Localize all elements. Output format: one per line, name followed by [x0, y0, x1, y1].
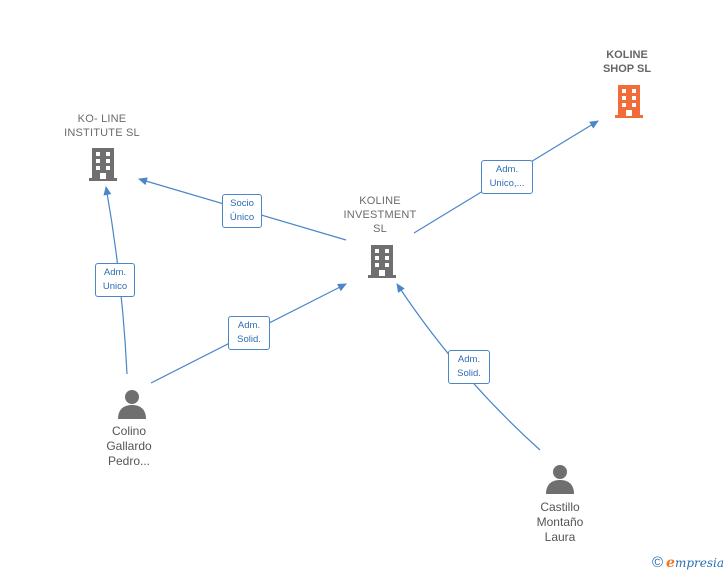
- building-icon[interactable]: [87, 146, 119, 182]
- edge-label-investment-to-shop[interactable]: Adm. Unico,...: [481, 160, 533, 194]
- edge-label-colino-to-investment[interactable]: Adm. Solid.: [228, 316, 270, 350]
- edge-label-line: Unico: [102, 281, 128, 292]
- node-label-colino[interactable]: Colino Gallardo Pedro...: [94, 424, 164, 469]
- node-label-castillo[interactable]: Castillo Montaño Laura: [522, 500, 598, 545]
- node-label-line: Laura: [544, 530, 576, 544]
- edge-label-line: Adm.: [103, 267, 127, 278]
- edge-label-line: Solid.: [237, 334, 261, 345]
- node-label-line: SL: [373, 223, 387, 235]
- edge-label-line: Unico,...: [489, 178, 525, 189]
- edge-label-line: Socio: [230, 198, 254, 209]
- node-label-line: KOLINE: [606, 49, 648, 61]
- node-label-line: Gallardo: [106, 439, 152, 453]
- node-label-koline-investment[interactable]: KOLINE INVESTMENT SL: [335, 194, 425, 236]
- edge-label-line: Único: [229, 212, 255, 223]
- brand-name: mpresia: [674, 555, 724, 570]
- node-label-line: Pedro...: [107, 454, 151, 468]
- node-label-line: Colino: [111, 424, 147, 438]
- edge-label-colino-to-institute[interactable]: Adm. Unico: [95, 263, 135, 297]
- node-label-line: Montaño: [536, 515, 584, 529]
- node-label-koline-shop[interactable]: KOLINE SHOP SL: [587, 48, 667, 76]
- brand-initial: e: [666, 554, 675, 571]
- edge-label-investment-to-institute[interactable]: Socio Único: [222, 194, 262, 228]
- copyright-symbol: ©: [651, 554, 664, 571]
- brand-logo: empresia: [666, 555, 724, 571]
- person-icon[interactable]: [116, 388, 148, 420]
- node-label-line: SHOP SL: [602, 63, 652, 75]
- node-label-line: KOLINE: [359, 195, 401, 207]
- node-label-line: INVESTMENT: [343, 209, 417, 221]
- edge-label-line: Adm.: [237, 320, 261, 331]
- node-label-koline-institute[interactable]: KO- LINE INSTITUTE SL: [52, 112, 152, 140]
- node-label-line: INSTITUTE SL: [64, 127, 140, 139]
- person-icon[interactable]: [544, 463, 576, 495]
- building-icon[interactable]: [366, 243, 398, 279]
- edge-label-line: Solid.: [457, 368, 481, 379]
- edge-label-line: Adm.: [457, 354, 481, 365]
- edge-label-line: Adm.: [495, 164, 519, 175]
- empresia-watermark: © empresia: [652, 554, 724, 571]
- node-label-line: Castillo: [540, 500, 580, 514]
- edge-label-castillo-to-investment[interactable]: Adm. Solid.: [448, 350, 490, 384]
- building-icon[interactable]: [613, 83, 645, 119]
- node-label-line: KO- LINE: [77, 113, 127, 125]
